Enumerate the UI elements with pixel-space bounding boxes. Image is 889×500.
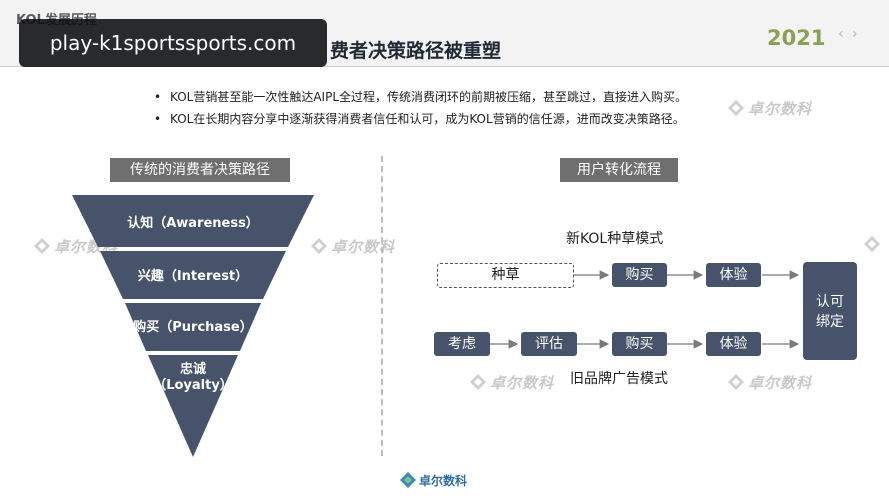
flow-node-buy: 购买 bbox=[612, 332, 667, 356]
funnel-stage-purchase bbox=[125, 303, 261, 351]
bullet-dot-icon: • bbox=[154, 112, 162, 126]
page-title: 费者决策路径被重塑 bbox=[330, 36, 501, 63]
new-model-caption: 新KOL种草模式 bbox=[566, 231, 664, 247]
funnel-diagram bbox=[72, 195, 314, 457]
funnel-stage-awareness bbox=[72, 195, 314, 247]
watermark: 卓尔数科 bbox=[311, 236, 395, 257]
watermark bbox=[864, 236, 884, 254]
section-divider bbox=[381, 156, 383, 456]
funnel-stage-label: 兴趣（Interest） bbox=[137, 269, 249, 284]
flow-node-consider: 考虑 bbox=[434, 332, 490, 356]
watermark: 卓尔数科 bbox=[728, 98, 812, 119]
flow-node-seed: 种草 bbox=[437, 263, 574, 288]
bullet-dot-icon: • bbox=[154, 90, 162, 104]
watermark-logo-icon bbox=[34, 238, 50, 254]
bind-label: 绑定 bbox=[816, 314, 844, 330]
flow-heading: 用户转化流程 bbox=[560, 158, 678, 182]
funnel-stage-label: （Loyalty） bbox=[153, 378, 233, 393]
funnel-stage-loyalty bbox=[148, 355, 238, 457]
flow-node-experience: 体验 bbox=[706, 263, 761, 287]
watermark-logo-icon bbox=[728, 374, 744, 390]
brand-logo-icon bbox=[400, 472, 416, 488]
endorse-label: 认可 bbox=[816, 294, 844, 310]
slide-nav-arrows-icon[interactable]: ‹ › bbox=[838, 26, 860, 42]
flow-node-endorse-bind: 认可 绑定 bbox=[803, 262, 857, 360]
funnel-stage-label: 忠诚 bbox=[179, 362, 206, 377]
watermark: 卓尔数科 bbox=[728, 372, 812, 393]
page-title-text: 费者决策路径被重塑 bbox=[330, 40, 502, 62]
watermark-logo-icon bbox=[728, 100, 744, 116]
bullet-item: •KOL营销甚至能一次性触达AIPL全过程，传统消费闭环的前期被压缩，甚至跳过，… bbox=[154, 86, 687, 108]
funnel-heading: 传统的消费者决策路径 bbox=[110, 158, 290, 182]
bullet-list: •KOL营销甚至能一次性触达AIPL全过程，传统消费闭环的前期被压缩，甚至跳过，… bbox=[154, 86, 687, 130]
watermark: 卓尔数科 bbox=[470, 372, 554, 393]
url-overlay-banner[interactable]: play-k1sportssports.com bbox=[19, 19, 327, 67]
watermark-logo-icon bbox=[470, 374, 486, 390]
funnel-stage-label: 认知（Awareness） bbox=[127, 216, 259, 231]
funnel-stage-label: 购买（Purchase） bbox=[133, 320, 253, 335]
watermark-logo-icon bbox=[864, 236, 880, 252]
funnel-stage-interest bbox=[100, 251, 286, 299]
flow-node-evaluate: 评估 bbox=[521, 332, 577, 356]
year-label: 2021 bbox=[767, 26, 826, 50]
watermark-logo-icon bbox=[311, 238, 327, 254]
bullet-item: •KOL在长期内容分享中逐渐获得消费者信任和认可，成为KOL营销的信任源，进而改… bbox=[154, 108, 687, 130]
footer-logo: 卓尔数科 bbox=[400, 472, 467, 489]
flow-node-buy: 购买 bbox=[612, 263, 667, 287]
flow-node-experience: 体验 bbox=[706, 332, 761, 356]
old-model-caption: 旧品牌广告模式 bbox=[570, 371, 668, 387]
